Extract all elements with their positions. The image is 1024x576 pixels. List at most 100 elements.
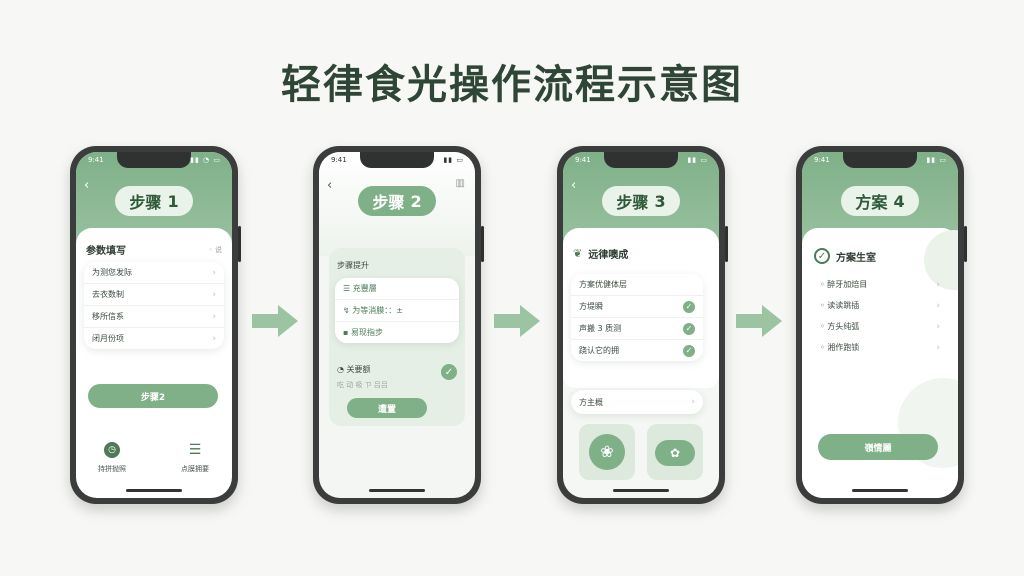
step-pill: 步骤 2: [358, 186, 436, 216]
list-item[interactable]: 为测您发际›: [84, 262, 224, 284]
back-icon[interactable]: ‹: [84, 178, 90, 193]
chevron-right-icon: ›: [691, 397, 695, 407]
notch: [843, 152, 917, 168]
list-item[interactable]: 闭月份项›: [92, 333, 216, 344]
arrow-icon: [252, 305, 298, 337]
next-step-button[interactable]: 步骤2: [88, 384, 218, 408]
done-row[interactable]: ◔ 关要额 吃 动 吸 ㄗ 吕吕 ✓: [337, 362, 457, 392]
clock-icon: ◷: [104, 442, 120, 458]
status-time: 9:41: [88, 156, 104, 164]
status-icons: ▮▮ ▭: [443, 156, 464, 164]
list-item[interactable]: 移所信系›: [84, 306, 224, 328]
check-icon: ✓: [683, 344, 695, 357]
step-label: 步骤: [372, 193, 405, 212]
list-item[interactable]: 声搬 3 质测✓: [571, 318, 703, 340]
list-icon: ☰ 充豐層: [343, 284, 377, 293]
bottom-action-clock[interactable]: ◷ 持拼抛照: [92, 442, 132, 474]
step-number: 4: [893, 191, 905, 211]
side-button: [238, 226, 241, 262]
list-item[interactable]: 方堤瞬✓: [571, 296, 703, 318]
status-icons: ▮▮ ▭: [687, 156, 708, 164]
food-icon: ✿: [655, 440, 695, 466]
list-item[interactable]: ◦ 方头纯弧›: [820, 321, 940, 332]
list-item[interactable]: 方案优健体层: [571, 274, 703, 296]
chevron-right-icon: ›: [212, 311, 216, 322]
status-time: 9:41: [814, 156, 830, 164]
extra-row[interactable]: 方主概›: [571, 390, 703, 414]
side-button: [725, 226, 728, 262]
phone-screen: 9:41 ▮▮ ▭ ‹ ▥ 步骤 2 步骤提升 ☰ 充豐層 ↯ 为等消膜：：± …: [319, 152, 475, 498]
phone-step-2: 9:41 ▮▮ ▭ ‹ ▥ 步骤 2 步骤提升 ☰ 充豐層 ↯ 为等消膜：：± …: [313, 146, 484, 504]
side-button: [481, 226, 484, 262]
salad-icon: ❀: [589, 434, 625, 470]
chevron-right-icon: ›: [936, 321, 940, 332]
status-time: 9:41: [331, 156, 347, 164]
phone-screen: 9:41 ▮▮ ◔ ▭ ‹ 步骤 1 参数填写 ◦ 说 为测您发际› 去衣数制›…: [76, 152, 232, 498]
panel-title: 步骤提升: [337, 261, 369, 270]
list-item[interactable]: ◦ 湘作跑锁›: [820, 342, 940, 353]
parameter-card: 参数填写 ◦ 说 为测您发际› 去衣数制› 移所信系› 闭月份项›: [76, 228, 232, 349]
check-icon: ✓: [441, 364, 457, 380]
step-number: 2: [410, 191, 422, 211]
chevron-right-icon: ›: [212, 267, 216, 278]
phone-screen: 9:41 ▮▮ ▭ ‹ 步骤 3 ❦ 远律噢成 方案优健体层 方堤瞬✓ 声搬 3…: [563, 152, 719, 498]
home-indicator: [613, 489, 669, 492]
side-button: [964, 226, 967, 262]
home-indicator: [369, 489, 425, 492]
result-list: 方案优健体层 方堤瞬✓ 声搬 3 质测✓ 跷认它的拥✓: [571, 274, 703, 361]
step-panel: 步骤提升 ☰ 充豐層 ↯ 为等消膜：：± ▪ 易现指步 ◔ 关要额 吃 动 吸 …: [329, 248, 465, 426]
result-card: ❦ 远律噢成 方案优健体层 方堤瞬✓ 声搬 3 质测✓ 跷认它的拥✓: [563, 228, 719, 388]
home-indicator: [852, 489, 908, 492]
status-icons: ▮▮ ▭: [926, 156, 947, 164]
step-number: 1: [167, 191, 179, 211]
list-item[interactable]: ▪ 易现指步: [343, 328, 383, 337]
card-title: 参数填写: [86, 246, 126, 257]
step-label: 方案: [855, 193, 888, 212]
step-pill: 方案 4: [841, 186, 919, 216]
check-icon: ✓: [683, 300, 695, 313]
notch: [360, 152, 434, 168]
list-item[interactable]: 去衣数制›: [84, 284, 224, 306]
list-item[interactable]: ◦ 读读跳插›: [820, 300, 940, 311]
arrow-icon: [736, 305, 782, 337]
phone-step-1: 9:41 ▮▮ ◔ ▭ ‹ 步骤 1 参数填写 ◦ 说 为测您发际› 去衣数制›…: [70, 146, 241, 504]
phone-step-3: 9:41 ▮▮ ▭ ‹ 步骤 3 ❦ 远律噢成 方案优健体层 方堤瞬✓ 声搬 3…: [557, 146, 728, 504]
tile-salad[interactable]: ❀: [579, 424, 635, 480]
page-title: 轻律食光操作流程示意图: [281, 62, 743, 108]
step-number: 3: [654, 191, 666, 211]
chevron-right-icon: ›: [212, 333, 216, 344]
list-item[interactable]: 跷认它的拥✓: [571, 340, 703, 361]
list-item[interactable]: ☰ 充豐層: [335, 278, 459, 300]
step-pill: 步骤 3: [602, 186, 680, 216]
option-list: ☰ 充豐層 ↯ 为等消膜：：± ▪ 易现指步: [335, 278, 459, 343]
bottom-action-layers[interactable]: ☰ 点膜拥要: [174, 442, 216, 474]
confirm-button[interactable]: 嶺情麗: [818, 434, 938, 460]
tile-food[interactable]: ✿: [647, 424, 703, 480]
card-hint: ◦ 说: [208, 245, 222, 254]
list-item[interactable]: ◦ 醉牙加焙目›: [820, 279, 940, 290]
reset-button[interactable]: 遭置: [347, 398, 427, 418]
chevron-right-icon: ›: [936, 279, 940, 290]
chevron-right-icon: ›: [936, 342, 940, 353]
phone-step-4: 9:41 ▮▮ ▭ 方案 4 ✓ 方案生室 ◦ 醉牙加焙目› ◦ 读读跳插› ◦…: [796, 146, 967, 504]
step-label: 步骤: [616, 193, 649, 212]
back-icon[interactable]: ‹: [571, 178, 577, 193]
plan-header: ✓ 方案生室: [802, 228, 958, 274]
check-circle-icon: ✓: [814, 248, 830, 264]
step-label: 步骤: [129, 193, 162, 212]
check-icon: ✓: [683, 322, 695, 335]
layers-icon: ☰: [188, 442, 202, 458]
list-icon: ↯ 为等消膜：：±: [343, 306, 403, 315]
list-item[interactable]: ↯ 为等消膜：：±: [335, 300, 459, 322]
phone-screen: 9:41 ▮▮ ▭ 方案 4 ✓ 方案生室 ◦ 醉牙加焙目› ◦ 读读跳插› ◦…: [802, 152, 958, 498]
chevron-right-icon: ›: [936, 300, 940, 311]
notch: [604, 152, 678, 168]
status-time: 9:41: [575, 156, 591, 164]
step-pill: 步骤 1: [115, 186, 193, 216]
grid-icon[interactable]: ▥: [455, 178, 465, 189]
parameter-list: 为测您发际› 去衣数制› 移所信系› 闭月份项›: [84, 262, 224, 349]
chevron-right-icon: ›: [212, 289, 216, 300]
arrow-icon: [494, 305, 540, 337]
plan-list: ◦ 醉牙加焙目› ◦ 读读跳插› ◦ 方头纯弧› ◦ 湘作跑锁›: [802, 274, 958, 358]
back-icon[interactable]: ‹: [327, 178, 333, 193]
